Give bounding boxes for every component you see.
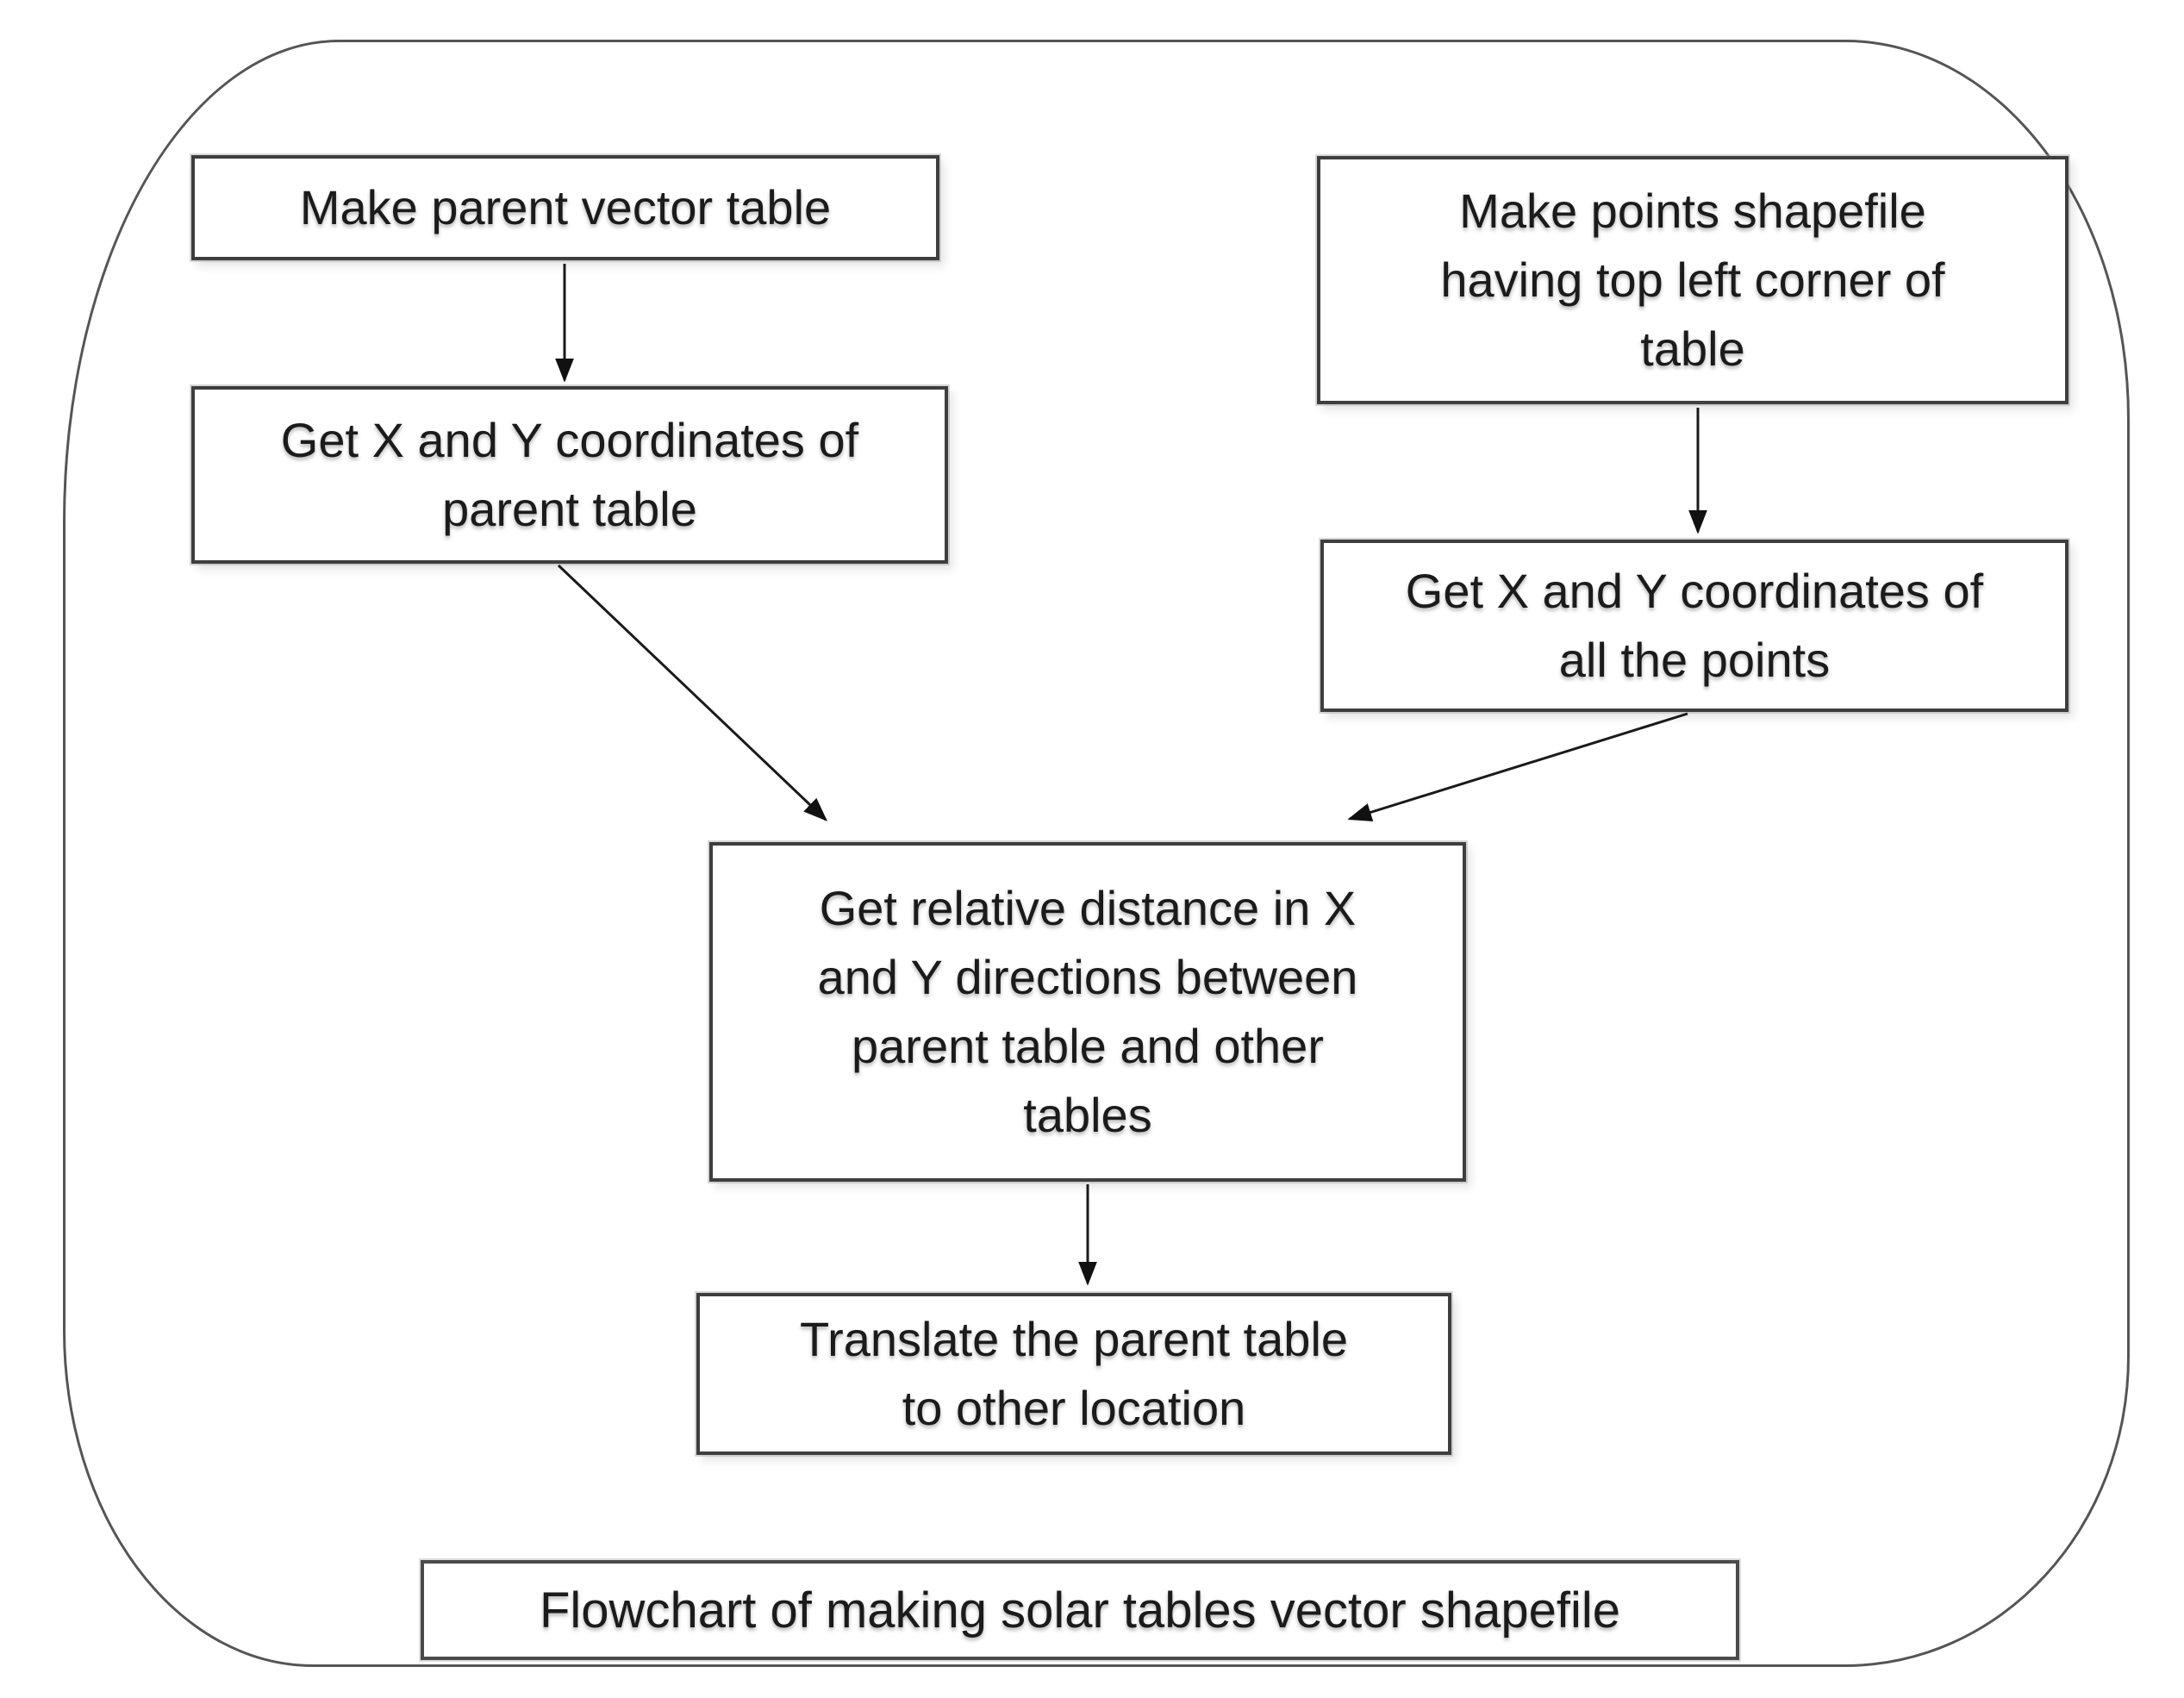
node-get-xy-all-points: Get X and Y coordinates of all the point… — [1320, 540, 2069, 712]
node-get-relative-distance: Get relative distance in X and Y directi… — [709, 842, 1466, 1182]
node-make-points-shapefile: Make points shapefile having top left co… — [1317, 156, 2069, 404]
caption-box: Flowchart of making solar tables vector … — [421, 1560, 1739, 1660]
node-label: Make parent vector table — [299, 179, 832, 234]
node-label: Get X and Y coordinates of parent table — [280, 412, 859, 536]
node-translate-parent-table: Translate the parent table to other loca… — [696, 1293, 1451, 1455]
node-make-parent-vector-table: Make parent vector table — [191, 155, 939, 260]
node-label: Get X and Y coordinates of all the point… — [1405, 563, 1984, 687]
node-label: Get relative distance in X and Y directi… — [817, 880, 1358, 1143]
outer-rounded-border — [63, 40, 2130, 1667]
caption-text: Flowchart of making solar tables vector … — [539, 1582, 1621, 1639]
node-label: Translate the parent table to other loca… — [799, 1311, 1349, 1435]
node-label: Make points shapefile having top left co… — [1440, 183, 1945, 377]
node-get-xy-parent-table: Get X and Y coordinates of parent table — [191, 386, 948, 564]
